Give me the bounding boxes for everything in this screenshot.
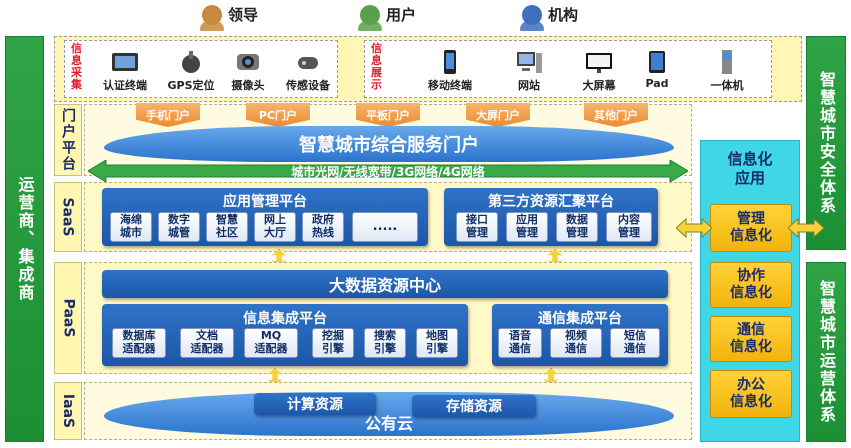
tile-interface-mgmt: 接口 管理	[456, 212, 498, 242]
mobile-icon	[444, 50, 456, 74]
security-system-label: 智慧城市安全体系	[817, 71, 836, 215]
device-auth-terminal: 认证终端	[97, 49, 153, 93]
device-sensor: 传感设备	[279, 49, 337, 93]
tile-db-adapter: 数据库 适配器	[112, 328, 166, 358]
user-org-label: 机构	[548, 6, 579, 24]
storage-resources: 存储资源	[412, 395, 536, 417]
pad-icon	[649, 51, 665, 73]
big-data-label: 大数据资源中心	[328, 276, 441, 295]
device-gps-label: GPS定位	[167, 79, 215, 92]
tile-smart-community: 智慧 社区	[206, 212, 248, 242]
camera-icon	[237, 54, 259, 70]
user-icon	[358, 4, 382, 31]
big-data-center: 大数据资源中心	[102, 270, 668, 298]
user-user: 用户	[358, 4, 417, 31]
bigscreen-icon	[586, 53, 612, 73]
comm-integration-title: 通信集成平台	[538, 311, 622, 327]
layer-label-saas: SaaS	[54, 182, 82, 252]
tile-office-info: 办公 信息化	[710, 370, 792, 418]
resource-platform-title: 第三方资源汇聚平台	[488, 194, 614, 210]
operation-system-label: 智慧城市运营体系	[817, 280, 836, 424]
device-auth-label: 认证终端	[103, 79, 147, 92]
tile-search-engine: 搜索 引擎	[364, 328, 406, 358]
user-user-label: 用户	[386, 6, 417, 24]
device-bigscreen-label: 大屏幕	[582, 79, 616, 92]
tile-doc-adapter: 文档 适配器	[180, 328, 234, 358]
tile-map-engine: 地图 引擎	[416, 328, 458, 358]
leader-icon	[200, 4, 224, 31]
portal-cloud: 智慧城市综合服务门户	[104, 126, 674, 162]
user-leader: 领导	[200, 4, 259, 31]
tile-gov-hotline: 政府 热线	[302, 212, 344, 242]
security-system-bar: 智慧城市安全体系	[806, 36, 846, 250]
user-org: 机构	[520, 4, 579, 31]
layer-label-iaas: IaaS	[54, 382, 82, 440]
tile-mgmt-info: 管理 信息化	[710, 204, 792, 252]
tile-comm-info: 通信 信息化	[710, 316, 792, 362]
operator-integrator-bar: 运营商、集成商	[5, 36, 44, 442]
arrow-infoapp-security	[788, 218, 824, 238]
device-mobile-label: 移动终端	[428, 79, 472, 92]
info-integration-title: 信息集成平台	[243, 311, 327, 327]
tile-online-hall: 网上 大厅	[254, 212, 296, 242]
device-mobile: 移动终端	[415, 49, 485, 93]
tile-sms-comm: 短信 通信	[610, 328, 660, 358]
tile-content-mgmt: 内容 管理	[606, 212, 652, 242]
org-icon	[520, 4, 544, 31]
network-label: 城市光网/无线宽带/3G网络/4G网络	[291, 165, 485, 179]
layer-label-paas: PaaS	[54, 262, 82, 374]
tile-app-mgmt: 应用 管理	[506, 212, 548, 242]
tile-digital-urban: 数字 城管	[158, 212, 200, 242]
operator-integrator-label: 运营商、集成商	[15, 176, 35, 302]
device-website: 网站	[501, 49, 557, 93]
device-sensor-label: 传感设备	[286, 79, 330, 92]
tile-voice-comm: 语音 通信	[498, 328, 542, 358]
sensor-icon	[298, 57, 318, 69]
arrow-saas-infoapp	[676, 218, 712, 238]
device-camera-label: 摄像头	[231, 79, 265, 92]
tile-video-comm: 视频 通信	[550, 328, 602, 358]
public-cloud: 公有云	[104, 392, 674, 436]
device-website-label: 网站	[518, 79, 540, 92]
device-pad-label: Pad	[645, 77, 669, 90]
device-bigscreen: 大屏幕	[569, 49, 629, 93]
app-platform-title: 应用管理平台	[223, 194, 307, 210]
auth-terminal-icon	[112, 53, 138, 71]
tile-mq-adapter: MQ 适配器	[244, 328, 298, 358]
device-pad: Pad	[637, 49, 677, 90]
device-kiosk-label: 一体机	[710, 79, 744, 92]
user-leader-label: 领导	[228, 6, 259, 24]
operation-system-bar: 智慧城市运营体系	[806, 262, 846, 442]
tile-data-mgmt: 数据 管理	[556, 212, 598, 242]
computer-icon	[517, 52, 542, 73]
tile-mining-engine: 挖掘 引擎	[312, 328, 354, 358]
info-collect-box: 信息采集 认证终端 GPS定位 摄像头 传感设备	[64, 40, 338, 98]
info-display-title: 信息展示	[371, 42, 382, 91]
portal-tab-pc: PC门户	[246, 103, 310, 127]
compute-resources: 计算资源	[254, 393, 376, 415]
info-collect-title: 信息采集	[71, 42, 82, 91]
tile-collab-info: 协作 信息化	[710, 262, 792, 308]
portal-cloud-label: 智慧城市综合服务门户	[299, 135, 479, 156]
device-gps: GPS定位	[163, 49, 219, 93]
tile-sponge-city: 海绵 城市	[110, 212, 152, 242]
portal-tab-tablet: 平板门户	[356, 103, 420, 127]
info-display-box: 信息展示 移动终端 网站 大屏幕 Pad 一体机	[364, 40, 772, 98]
info-app-title: 信息化 应用	[727, 150, 773, 187]
layer-label-portal: 门户平台	[54, 104, 82, 176]
gps-icon	[182, 51, 200, 73]
device-camera: 摄像头	[223, 49, 273, 93]
network-arrow	[88, 160, 688, 182]
device-kiosk: 一体机	[699, 49, 755, 93]
kiosk-icon	[722, 50, 732, 74]
public-cloud-label: 公有云	[364, 414, 413, 433]
tile-more: .....	[352, 212, 418, 242]
